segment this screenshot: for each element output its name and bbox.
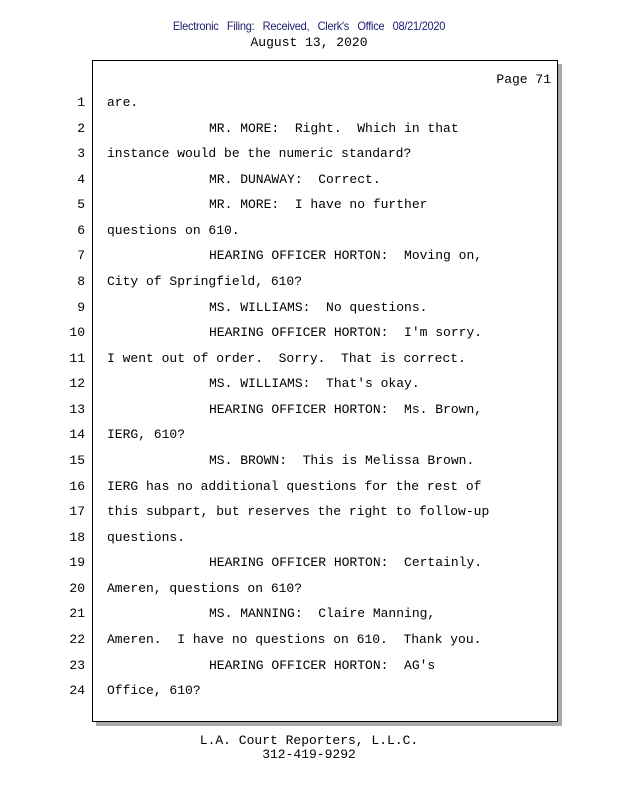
line-text: Ameren, questions on 610? xyxy=(107,580,303,596)
line-number: 2 xyxy=(77,120,85,136)
transcript-line: 7 HEARING OFFICER HORTON: Moving on, xyxy=(0,246,560,266)
line-text: HEARING OFFICER HORTON: Moving on, xyxy=(209,248,483,264)
line-number: 17 xyxy=(69,504,85,520)
line-number: 15 xyxy=(69,452,85,468)
transcript-line: 4 MR. DUNAWAY: Correct. xyxy=(0,170,560,190)
line-number: 10 xyxy=(69,325,85,341)
line-text: Ameren. I have no questions on 610. Than… xyxy=(107,631,482,647)
line-number: 14 xyxy=(69,427,85,443)
line-text: HEARING OFFICER HORTON: Certainly. xyxy=(209,555,483,571)
transcript-line: 17 this subpart, but reserves the right t… xyxy=(0,502,560,522)
line-number: 8 xyxy=(77,273,85,289)
line-text: MS. WILLIAMS: No questions. xyxy=(209,299,428,315)
line-number: 21 xyxy=(69,606,85,622)
transcript-line: 12 MS. WILLIAMS: That's okay. xyxy=(0,374,560,394)
footer-phone: 312-419-9292 xyxy=(262,747,356,762)
line-text: HEARING OFFICER HORTON: AG's xyxy=(209,657,436,673)
transcript-line: 2 MR. MORE: Right. Which in that xyxy=(0,119,560,139)
line-number: 20 xyxy=(69,580,85,596)
transcript-line: 23 HEARING OFFICER HORTON: AG's xyxy=(0,656,560,676)
line-text: IERG has no additional questions for the… xyxy=(107,478,482,494)
footer-company: L.A. Court Reporters, L.L.C. xyxy=(199,733,419,748)
transcript-line: 22 Ameren. I have no questions on 610. Th… xyxy=(0,630,560,650)
page-number: Page 71 xyxy=(496,72,551,87)
line-text: questions. xyxy=(107,529,186,545)
line-text: questions on 610. xyxy=(107,222,240,238)
line-number: 5 xyxy=(77,197,85,213)
transcript-line: 5 MR. MORE: I have no further xyxy=(0,195,560,215)
transcript-line: 8 City of Springfield, 610? xyxy=(0,272,560,292)
line-number: 11 xyxy=(69,350,85,366)
line-text: City of Springfield, 610? xyxy=(107,273,303,289)
line-number: 7 xyxy=(77,248,85,264)
transcript-line: 18 questions. xyxy=(0,528,560,548)
line-number: 6 xyxy=(77,222,85,238)
line-text: this subpart, but reserves the right to … xyxy=(107,504,490,520)
filing-stamp: Electronic Filing: Received, Clerk's Off… xyxy=(172,19,446,33)
line-text: MR. DUNAWAY: Correct. xyxy=(209,171,381,187)
line-text: HEARING OFFICER HORTON: I'm sorry. xyxy=(209,325,483,341)
line-number: 9 xyxy=(77,299,85,315)
line-text: are. xyxy=(107,95,139,110)
line-number: 22 xyxy=(69,631,85,647)
line-text: IERG, 610? xyxy=(107,427,186,443)
transcript-line: 16 IERG has no additional questions for t… xyxy=(0,477,560,497)
line-text: I went out of order. Sorry. That is corr… xyxy=(107,350,466,366)
line-text: HEARING OFFICER HORTON: Ms. Brown, xyxy=(209,401,483,417)
line-number: 16 xyxy=(69,478,85,494)
line-number: 13 xyxy=(69,401,85,417)
transcript-line: 6 questions on 610. xyxy=(0,221,560,241)
transcript-date: August 13, 2020 xyxy=(250,35,368,50)
line-text: MR. MORE: I have no further xyxy=(209,197,428,213)
transcript-line: 1 are. xyxy=(0,93,560,113)
transcript-line: 21 MS. MANNING: Claire Manning, xyxy=(0,604,560,624)
line-number: 23 xyxy=(69,657,85,673)
line-text: MS. WILLIAMS: That's okay. xyxy=(209,376,420,392)
transcript-line: 20 Ameren, questions on 610? xyxy=(0,579,560,599)
line-text: Office, 610? xyxy=(107,683,201,699)
line-number: 12 xyxy=(69,376,85,392)
line-number: 3 xyxy=(77,146,85,162)
transcript-line: 24 Office, 610? xyxy=(0,681,560,701)
line-text: MR. MORE: Right. Which in that xyxy=(209,120,459,136)
line-number: 19 xyxy=(69,555,85,571)
line-number: 4 xyxy=(77,171,85,187)
transcript-line: 10 HEARING OFFICER HORTON: I'm sorry. xyxy=(0,323,560,343)
transcript-page: Page 71 xyxy=(92,60,558,722)
line-number: 1 xyxy=(77,95,85,110)
transcript-line: 15 MS. BROWN: This is Melissa Brown. xyxy=(0,451,560,471)
line-text: instance would be the numeric standard? xyxy=(107,146,412,162)
transcript-line: 3 instance would be the numeric standard? xyxy=(0,144,560,164)
transcript-line: 13 HEARING OFFICER HORTON: Ms. Brown, xyxy=(0,400,560,420)
line-number: 18 xyxy=(69,529,85,545)
transcript-line: 19 HEARING OFFICER HORTON: Certainly. xyxy=(0,553,560,573)
line-number: 24 xyxy=(69,683,85,699)
line-text: MS. BROWN: This is Melissa Brown. xyxy=(209,452,475,468)
line-text: MS. MANNING: Claire Manning, xyxy=(209,606,436,622)
transcript-line: 14 IERG, 610? xyxy=(0,425,560,445)
transcript-line: 9 MS. WILLIAMS: No questions. xyxy=(0,298,560,318)
transcript-line: 11 I went out of order. Sorry. That is co… xyxy=(0,349,560,369)
